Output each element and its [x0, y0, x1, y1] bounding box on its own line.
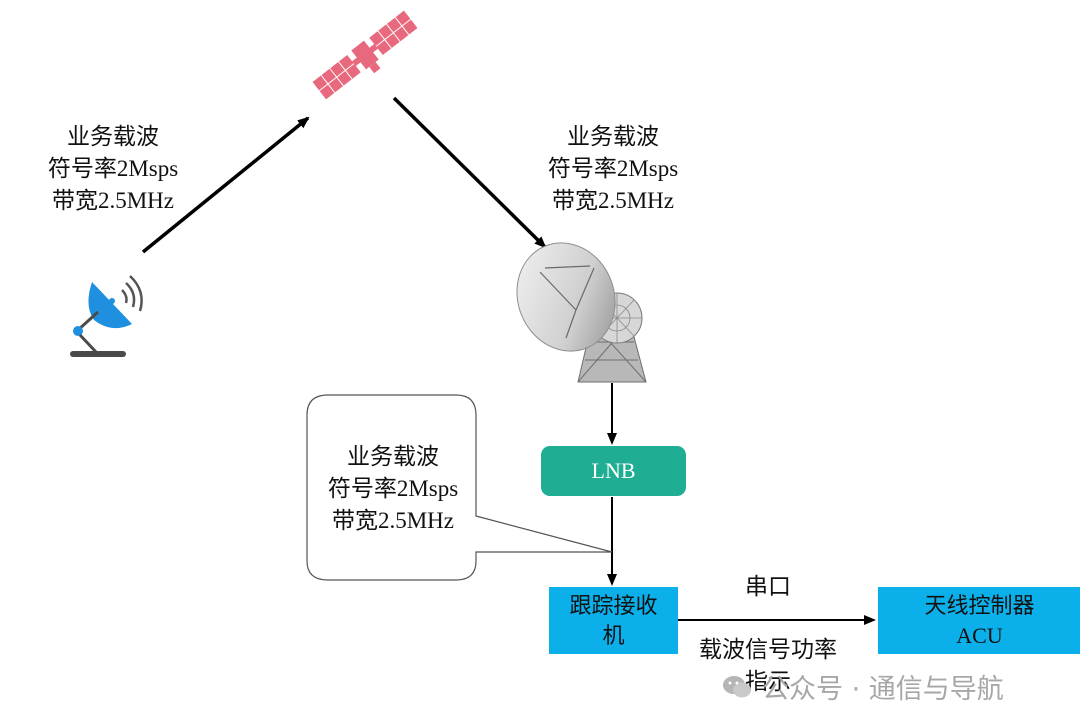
- downlink-carrier-label: 业务载波 符号率2Msps 带宽2.5MHz: [518, 121, 708, 217]
- power-indication-label-line2: 指示: [745, 669, 791, 694]
- uplink-label-line1: 业务载波: [67, 124, 159, 149]
- receiver-label-line1: 跟踪接收: [569, 592, 658, 618]
- serial-port-label: 串口: [745, 574, 791, 599]
- downlink-label-line2: 符号率2Msps: [547, 156, 679, 181]
- watermark: 公众号 · 通信与导航: [722, 667, 1004, 706]
- antenna-controller-box: 天线控制器 ACU: [878, 587, 1080, 654]
- callout-carrier-label: 业务载波 符号率2Msps 带宽2.5MHz: [298, 441, 488, 537]
- uplink-carrier-label: 业务载波 符号率2Msps 带宽2.5MHz: [18, 121, 208, 217]
- callout-label-line1: 业务载波: [347, 444, 439, 469]
- downlink-arrow: [392, 96, 547, 249]
- callout-label-line3: 带宽2.5MHz: [331, 508, 455, 533]
- uplink-label-line2: 符号率2Msps: [47, 156, 179, 181]
- watermark-text: 公众号 · 通信与导航: [762, 674, 1004, 705]
- tracking-receiver-box: 跟踪接收 机: [549, 587, 678, 654]
- ground-station-antenna-icon: [70, 275, 143, 357]
- satellite-icon: [312, 10, 418, 100]
- uplink-arrow: [141, 116, 310, 254]
- uplink-label-line3: 带宽2.5MHz: [51, 188, 175, 213]
- lnb-box: LNB: [541, 446, 686, 496]
- callout-bubble: [306, 394, 613, 581]
- wechat-icon: [723, 675, 751, 697]
- downlink-label-line3: 带宽2.5MHz: [551, 188, 675, 213]
- receiver-label-line2: 机: [602, 622, 625, 648]
- acu-label-line2: ACU: [956, 622, 1003, 648]
- dish-antenna-icon: [516, 242, 647, 383]
- callout-label-line2: 符号率2Msps: [327, 476, 459, 501]
- acu-label-line1: 天线控制器: [924, 592, 1035, 618]
- downlink-label-line1: 业务载波: [567, 124, 659, 149]
- lnb-label: LNB: [591, 458, 636, 483]
- power-indication-label-line1: 载波信号功率: [699, 637, 837, 662]
